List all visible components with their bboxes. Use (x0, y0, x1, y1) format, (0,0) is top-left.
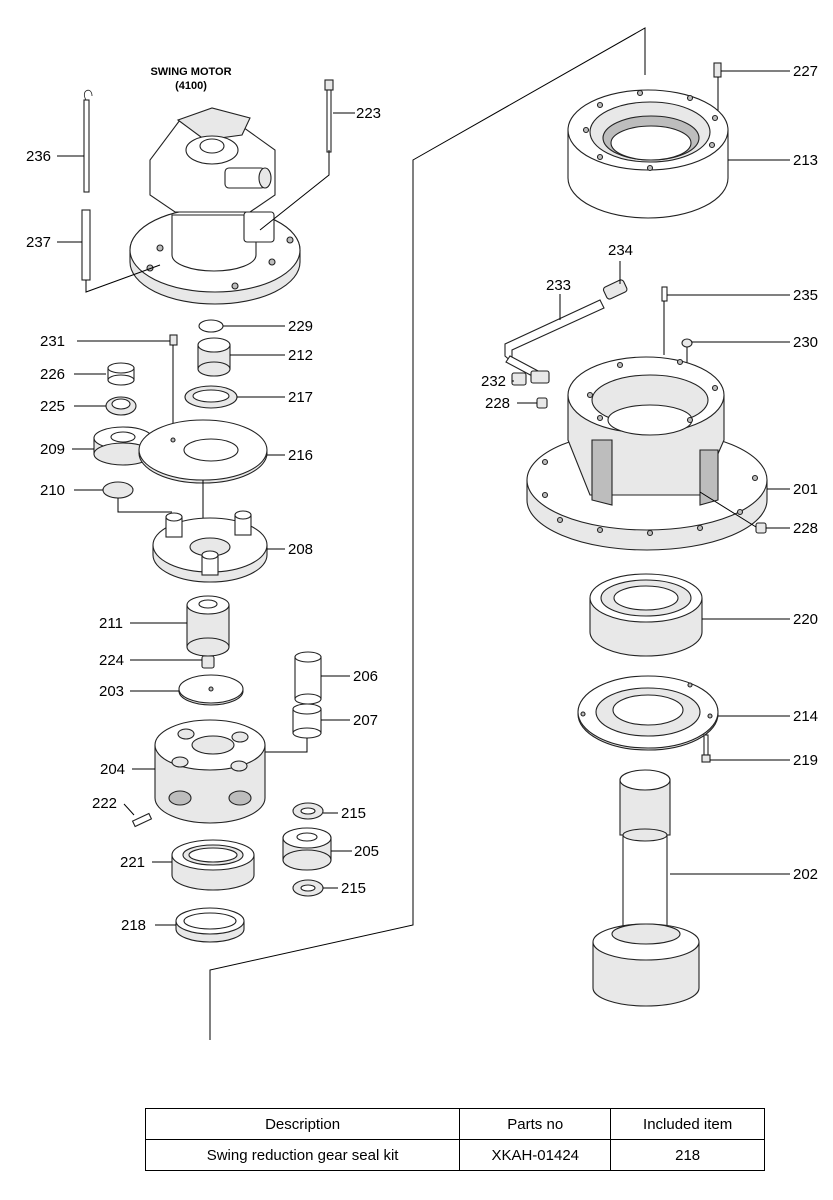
part-202-pinion-shaft (592, 769, 700, 1007)
callout-204: 204 (100, 761, 125, 778)
swing-motor-subtitle: (4100) (175, 80, 207, 92)
part-216-plate (138, 419, 268, 484)
callout-237: 237 (26, 234, 51, 251)
callout-202: 202 (793, 866, 818, 883)
callout-221: 221 (120, 854, 145, 871)
assembly-break-line (209, 27, 646, 1040)
callout-216: 216 (288, 447, 313, 464)
part-204-carrier (154, 719, 266, 824)
part-215-washer-lower (292, 879, 324, 897)
callout-207: 207 (353, 712, 378, 729)
part-210-washer (102, 481, 134, 499)
part-207-bushing (292, 703, 322, 739)
callout-220: 220 (793, 611, 818, 628)
part-226-bushing (107, 362, 135, 386)
header-parts-no: Parts no (459, 1108, 612, 1140)
callout-203: 203 (99, 683, 124, 700)
part-230-plug (681, 338, 693, 348)
callout-210: 210 (40, 482, 65, 499)
part-225-bearing (105, 396, 137, 416)
callout-215-lower: 215 (341, 880, 366, 897)
swing-motor (129, 107, 301, 305)
part-201-housing (526, 356, 768, 551)
callout-234: 234 (608, 242, 633, 259)
callout-233: 233 (546, 277, 571, 294)
callout-218: 218 (121, 917, 146, 934)
callout-219: 219 (793, 752, 818, 769)
callout-213: 213 (793, 152, 818, 169)
callout-229: 229 (288, 318, 313, 335)
part-222-pin (131, 812, 153, 828)
part-205-gear (282, 827, 332, 871)
cell-included-item: 218 (610, 1139, 765, 1171)
part-236-dipstick (83, 89, 93, 193)
part-209-gear (93, 426, 153, 466)
part-217-washer (184, 385, 238, 409)
part-215-washer-upper (292, 802, 324, 820)
callout-206: 206 (353, 668, 378, 685)
part-228-plug-lower (755, 522, 767, 534)
cell-parts-no: XKAH-01424 (459, 1139, 612, 1171)
table-header-row: Description Parts no Included item (144, 1108, 765, 1140)
part-234-fitting (602, 279, 628, 300)
part-233-pipe (504, 299, 605, 379)
part-206-pin (294, 651, 322, 705)
part-220-bearing (589, 573, 703, 657)
callout-231: 231 (40, 333, 65, 350)
callout-224: 224 (99, 652, 124, 669)
cell-description: Swing reduction gear seal kit (144, 1139, 461, 1171)
swing-motor-title: SWING MOTOR (150, 66, 231, 78)
part-229-snap-ring (198, 319, 224, 333)
header-description: Description (144, 1108, 461, 1140)
callout-232: 232 (481, 373, 506, 390)
callout-230: 230 (793, 334, 818, 351)
callout-223: 223 (356, 105, 381, 122)
callout-226: 226 (40, 366, 65, 383)
part-237-pipe (81, 209, 91, 281)
callout-228-upper: 228 (485, 395, 510, 412)
callout-217: 217 (288, 389, 313, 406)
part-211-gear (186, 595, 230, 657)
callout-201: 201 (793, 481, 818, 498)
part-235-pin (661, 286, 668, 302)
part-228-plug-upper (536, 397, 548, 409)
part-224-plug (201, 655, 215, 669)
callout-211: 211 (99, 615, 123, 632)
part-223-bolt (324, 79, 334, 153)
part-227-plug (713, 62, 722, 78)
callout-205: 205 (354, 843, 379, 860)
part-213-ring-gear (567, 89, 729, 219)
callout-225: 225 (40, 398, 65, 415)
callout-228-lower: 228 (793, 520, 818, 537)
part-221-bearing (171, 839, 255, 891)
part-218-seal (175, 907, 245, 943)
callout-235: 235 (793, 287, 818, 304)
part-203-plate (178, 674, 244, 706)
part-219-bolt (701, 734, 711, 763)
callout-227: 227 (793, 63, 818, 80)
callout-209: 209 (40, 441, 65, 458)
part-232-fitting (511, 370, 550, 386)
table-row: Swing reduction gear seal kit XKAH-01424… (144, 1139, 765, 1171)
part-214-cover (577, 675, 719, 751)
callout-214: 214 (793, 708, 818, 725)
callout-208: 208 (288, 541, 313, 558)
callout-215-upper: 215 (341, 805, 366, 822)
callout-222: 222 (92, 795, 117, 812)
part-231-plug (169, 334, 178, 346)
callout-236: 236 (26, 148, 51, 165)
callout-212: 212 (288, 347, 313, 364)
seal-kit-table: Description Parts no Included item Swing… (144, 1108, 765, 1171)
part-212-gear (197, 337, 231, 377)
header-included-item: Included item (610, 1108, 765, 1140)
part-208-carrier (152, 510, 268, 583)
